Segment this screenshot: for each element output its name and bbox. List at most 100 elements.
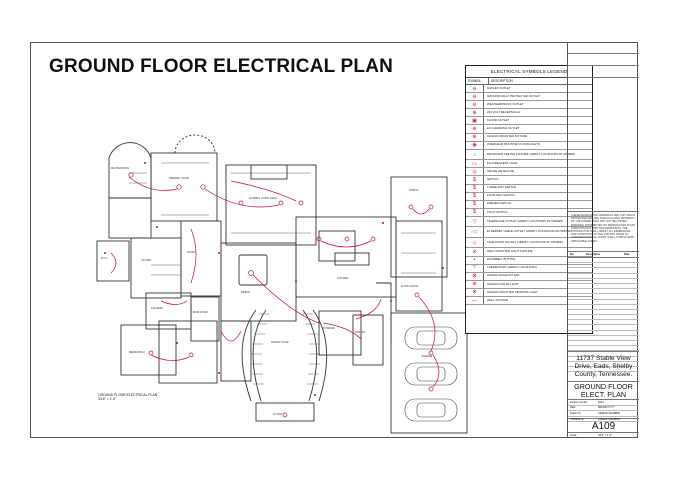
legend-row: $FOUR-WAY SWITCH <box>466 192 592 201</box>
title-block: THESE DESIGNS AND DRAWINGS ARE COPYRIGHT… <box>567 42 639 438</box>
legend-row: —WALL SCONCE <box>466 296 592 306</box>
legend-row: $SWITCH <box>466 176 592 185</box>
legend-row: ◁ETHERNET CABLE OUTLET (VERIFY LOCATIONS… <box>466 227 592 238</box>
room-label: LIVING ROOM <box>401 284 418 288</box>
revision-line <box>568 274 639 279</box>
legend-symbol-icon: ▽ <box>466 216 484 227</box>
room-label: W.I.C. <box>101 256 108 260</box>
legend-row: ⊛CEILING FAN W/ LIGHT <box>466 280 592 289</box>
legend-row: $PILOT SWITCH <box>466 208 592 217</box>
legend-row: ◇TELEVISION OUTLET (VERIFY LOCATIONS W/ … <box>466 237 592 249</box>
legend-row: ▣FLOOR OUTLET <box>466 117 592 126</box>
stair-right <box>312 309 328 402</box>
revision-line <box>568 305 639 310</box>
sheet-title-line: GROUND FLOOR <box>574 382 633 391</box>
legend-description: 220 VOLT RECEPTACLE <box>487 110 520 115</box>
revision-line <box>568 258 639 264</box>
legend-description: TELEPHONE OUTLET (VERIFY LOCATIONS W/ OW… <box>487 218 564 223</box>
legend-symbol-icon: $ <box>466 176 484 184</box>
sheet-number: A109 <box>591 421 616 432</box>
legend-symbol-icon: $ <box>466 208 484 216</box>
sheet-title-box: GROUND FLOOR ELECT. PLAN <box>568 382 639 400</box>
closet-wall <box>130 237 182 299</box>
legend-row: ⊗CEILING MOUNTED FIXTURE <box>466 133 592 142</box>
legend-symbol-icon: ⊛ <box>466 280 484 288</box>
scale-label: Scale <box>570 434 577 437</box>
revision-line <box>568 310 639 316</box>
legend-row: ⊘WALL MOUNTED LIGHT FIXTURE <box>466 248 592 257</box>
tb-firm-box <box>568 54 639 66</box>
legend-description: WEATHERPROOF OUTLET <box>487 101 524 106</box>
legend-description: CEILING MOUNTED FIXTURE <box>487 134 528 139</box>
room-label: MUD ROOM <box>193 310 208 314</box>
legend-description: DOORBELL BUTTON <box>487 257 516 262</box>
legend-description: TELEVISION OUTLET (VERIFY LOCATIONS W/ O… <box>487 239 563 244</box>
legend-row: ⊠CEILING EXHAUST FAN <box>466 272 592 281</box>
legend-description: FOUR-WAY SWITCH <box>487 193 515 198</box>
address-line: County, Tennessee. <box>574 371 633 378</box>
scale-value: 3/16" = 1'-0" <box>598 434 613 437</box>
legend-symbol-icon: ◎ <box>466 168 484 176</box>
legend-row: ◎SMOKE DETECTOR <box>466 168 592 177</box>
legend-symbol-icon: ⊖ <box>466 101 484 109</box>
legend-symbol-icon: ▭ <box>466 160 484 168</box>
legend-description: SMOKE DETECTOR <box>487 169 515 174</box>
room-label: MASTER BATH <box>111 166 129 170</box>
revision-line <box>568 300 639 305</box>
legend-row: ⊕220 VOLT RECEPTACLE <box>466 109 592 118</box>
drawing-caption: GROUND FLOOR ELECTRICAL PLAN 3/16" = 1'-… <box>98 393 157 401</box>
electrical-fixtures <box>110 172 440 418</box>
revision-line <box>568 263 639 269</box>
revision-line <box>568 331 639 336</box>
legend-symbol-icon: — <box>466 296 484 305</box>
room-label: DINING <box>241 290 250 294</box>
revision-line <box>568 289 639 295</box>
legend-row: •DOORBELL BUTTON <box>466 256 592 265</box>
legend-description: WALL MOUNTED LIGHT FIXTURE <box>487 249 533 254</box>
legend-description: RECESSED CEILING FIXTURE (VERIFY LOCATIO… <box>487 151 576 156</box>
legend-symbol-icon: $ <box>466 192 484 200</box>
room-label: LAUNDRY <box>151 306 164 310</box>
legend-title: ELECTRICAL SYMBOLS LEGEND <box>466 66 592 78</box>
legend-symbol-icon: ⊗ <box>466 133 484 141</box>
revision-line <box>568 367 639 373</box>
legend-symbol-icon: $ <box>466 200 484 208</box>
legend-description: THREE-WAY SWITCH <box>487 185 517 190</box>
legend-description: FLOOR OUTLET <box>487 118 510 123</box>
legend-row: ▽TELEPHONE OUTLET (VERIFY LOCATIONS W/ O… <box>466 216 592 228</box>
legend-header: SYMBOL DESCRIPTION <box>466 78 592 85</box>
revision-line <box>568 351 639 357</box>
legend-rows: ⊖DUPLEX OUTLET⊖GROUND FAULT PROTECTED OU… <box>466 85 592 306</box>
garage-wall <box>390 312 468 434</box>
legend-symbol-icon: ⊤ <box>466 264 484 272</box>
tb-blank-box <box>568 78 639 212</box>
legend-row: ⊖DUPLEX OUTLET <box>466 85 592 94</box>
room-label: BEDROOM 2 <box>129 350 145 354</box>
legend-description: CEILING FAN W/ LIGHT <box>487 281 519 286</box>
bedroom-2-wall <box>120 324 177 376</box>
legend-description: DIMMER SWITCH <box>487 201 511 206</box>
legend-symbol-icon: ⊘ <box>466 248 484 256</box>
address-line: Drive, Eads, Shelby <box>574 363 633 370</box>
room-label: GARDEN LIVING AREA <box>249 196 277 200</box>
room-label: PRIMARY SUITE <box>169 176 189 180</box>
room-label: KITCHEN <box>337 276 349 280</box>
room-label: STUDY <box>187 250 196 254</box>
sheet-number-box: A109 <box>568 419 639 433</box>
legend-description: DUPLEX OUTLET <box>487 85 511 90</box>
revision-line <box>568 315 639 321</box>
revision-header: No. Description Date <box>568 252 639 258</box>
revision-line <box>568 362 639 367</box>
legend-description: WALL SCONCE <box>487 297 508 302</box>
legend-description: OVERHEAD MOUNTED FLOODLIGHTS <box>487 142 540 147</box>
room-label: GRAND STAIR <box>271 340 289 344</box>
legend-symbol-icon: ▣ <box>466 117 484 125</box>
floor-plan: PRIMARY SUITE MASTER BATH CLOSET W.I.C. … <box>96 134 468 434</box>
legend-row: ▭FLUORESCENT LIGHT <box>466 160 592 169</box>
porch-wall <box>390 176 448 278</box>
revision-lines <box>568 258 639 373</box>
legend-description: PILOT SWITCH <box>487 209 508 214</box>
